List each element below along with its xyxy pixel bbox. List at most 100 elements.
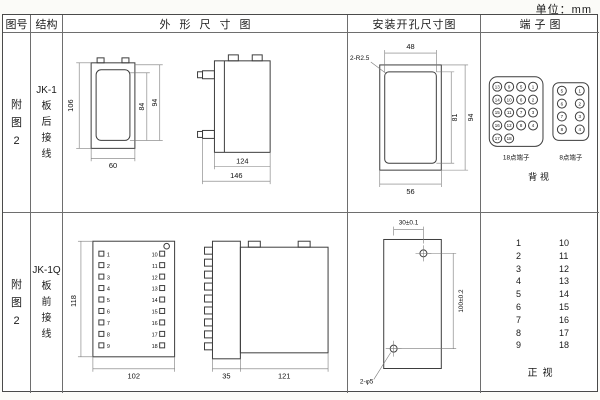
header-fig-no: 图号 — [3, 15, 31, 33]
terminal-number: 12 — [558, 263, 569, 274]
dim-35: 35 — [222, 372, 230, 381]
terminal-number: 5 — [107, 298, 110, 304]
terminal-number: 14 — [152, 298, 158, 304]
fig-char: 2 — [13, 315, 20, 327]
terminal-number: 15 — [558, 301, 569, 312]
terminal-number: 7 — [107, 321, 110, 327]
terminal-number: 10 — [507, 97, 512, 102]
terminal-number: 5 — [561, 88, 564, 93]
hole-crosshairs — [385, 245, 432, 357]
terminal-number: 18 — [507, 136, 512, 141]
terminal-number: 18 — [152, 344, 158, 350]
row1-outline-cell: 106 84 94 60 — [63, 33, 348, 213]
block8-label: 8点端子 — [559, 152, 582, 161]
row2-terminal-cell: 1 2 3 4 5 6 7 8 9 10 11 12 13 14 15 — [481, 213, 599, 393]
dim-146: 146 — [230, 171, 242, 180]
structure-line: 线 — [41, 148, 52, 160]
fig-char: 2 — [13, 134, 20, 147]
structure-line: 接 — [41, 313, 52, 324]
terminal-number: 10 — [558, 238, 569, 248]
terminal-number: 3 — [515, 263, 521, 274]
terminal-number: 4 — [107, 287, 110, 293]
terminal-number: 8 — [520, 123, 523, 128]
structure-line: JK-1Q — [32, 265, 61, 276]
terminal-number: 11 — [558, 250, 569, 261]
terminal-number: 6 — [107, 310, 110, 316]
terminal-number: 18 — [558, 340, 569, 351]
terminal-number: 11 — [152, 264, 158, 270]
dim-121: 121 — [278, 372, 290, 381]
dim-102: 102 — [128, 372, 140, 381]
dim-106: 106 — [66, 99, 75, 111]
front-right-terminals: 10 11 12 13 14 15 16 17 18 — [152, 250, 166, 350]
terminal-number: 4 — [579, 127, 582, 132]
terminal-number: 6 — [520, 97, 523, 102]
dim-81: 81 — [452, 114, 459, 122]
terminal-number: 5 — [520, 84, 523, 89]
mounting-plate-shape — [383, 238, 442, 369]
terminal-number: 15 — [495, 110, 500, 115]
row1-outline-drawing: 106 84 94 60 — [66, 54, 271, 185]
row1-install-cell: 2-R2.5 48 81 94 56 — [348, 33, 481, 213]
dim-56: 56 — [406, 187, 414, 196]
terminal-number: 4 — [532, 123, 535, 128]
install-dim-lines — [370, 50, 469, 188]
terminal-number: 3 — [107, 275, 110, 281]
fig-char: 附 — [11, 98, 22, 111]
row2-install-drawing: 30±0.1 100±0.2 2-φ5 — [360, 220, 465, 386]
structure-line: JK-1 — [36, 84, 57, 96]
row2-install-cell: 30±0.1 100±0.2 2-φ5 — [348, 213, 481, 393]
front-view-shape — [92, 240, 176, 358]
structure-line: 线 — [41, 329, 52, 340]
front-view-dim-lines — [77, 240, 175, 372]
side-view-dim-lines — [212, 352, 329, 372]
terminal-number: 17 — [495, 136, 500, 141]
row1-install-drawing: 2-R2.5 48 81 94 56 — [350, 42, 475, 196]
dim-84: 84 — [139, 103, 146, 111]
hole-diameter-label: 2-φ5 — [360, 378, 374, 385]
terminal-number: 1 — [515, 238, 521, 248]
terminal-number: 3 — [532, 110, 535, 115]
row2-fig-cell: 附 图 2 — [3, 213, 31, 393]
terminal-number: 17 — [152, 333, 158, 339]
terminal-left-column: 1 2 3 4 5 6 7 8 9 — [511, 237, 521, 352]
terminal-number: 6 — [561, 101, 564, 106]
row1-fig-cell: 附 图 2 — [3, 33, 31, 213]
terminal-number: 7 — [561, 114, 564, 119]
fig-char: 图 — [11, 116, 22, 129]
row1-structure-cell: JK-1 板 后 接 线 — [31, 33, 63, 213]
block18-label: 18点端子 — [503, 152, 530, 161]
structure-line: 后 — [41, 116, 52, 128]
side-view-shape — [197, 54, 271, 153]
terminal-number: 10 — [152, 252, 158, 258]
front-left-terminals: 1 2 3 4 5 6 7 8 9 — [98, 250, 110, 350]
fig-char: 图 — [11, 297, 22, 309]
unit-label: 单位：mm — [535, 4, 592, 16]
front-view-dim-lines — [76, 62, 163, 162]
terminal-block-8 — [552, 82, 590, 141]
row2-structure-cell: JK-1Q 板 前 接 线 — [31, 213, 63, 393]
structure-line: 接 — [41, 132, 52, 144]
radius-label: 2-R2.5 — [350, 55, 370, 62]
row2-outline-cell: 1 2 3 4 5 6 7 8 9 10 11 12 13 14 15 — [63, 213, 348, 393]
row1-terminal-drawing: 13 9 5 1 14 10 6 2 15 11 7 3 16 12 8 4 1 — [488, 76, 590, 182]
side-view-dim-lines — [202, 138, 271, 185]
terminal-number: 6 — [515, 301, 521, 312]
dim-100: 100±0.2 — [458, 289, 465, 313]
terminal-number: 8 — [561, 127, 564, 132]
terminal-number: 8 — [515, 327, 521, 338]
structure-line: 前 — [41, 297, 52, 308]
terminal-number: 2 — [515, 250, 521, 261]
terminal-number: 14 — [495, 97, 500, 102]
terminal-number: 5 — [515, 289, 521, 300]
terminal-number: 14 — [558, 289, 569, 300]
rear-view-label: 背视 — [528, 171, 552, 182]
dim-48: 48 — [406, 42, 414, 51]
terminal-block-8-numbers: 5 1 6 2 7 3 8 4 — [561, 88, 582, 132]
terminal-number: 13 — [558, 276, 569, 287]
terminal-block-18 — [488, 76, 544, 147]
terminal-number: 17 — [558, 327, 569, 338]
terminal-number: 2 — [107, 264, 110, 270]
terminal-block-18-numbers: 13 9 5 1 14 10 6 2 15 11 7 3 16 12 8 4 1 — [495, 84, 535, 141]
terminal-right-column: 10 11 12 13 14 15 16 17 18 — [559, 237, 569, 352]
